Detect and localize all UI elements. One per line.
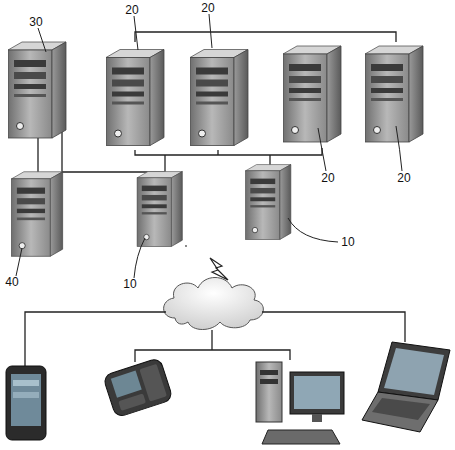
callout-number: 10 (123, 278, 136, 290)
wire (37, 138, 38, 172)
wire (135, 350, 290, 362)
server (246, 165, 291, 240)
callout-number: 20 (201, 2, 214, 14)
leader-line (16, 248, 22, 276)
laptop-keyboard (372, 398, 430, 420)
leader-line (38, 28, 46, 52)
leader-lines (16, 14, 402, 278)
leader-line (134, 16, 138, 50)
handheld-device (103, 357, 174, 417)
callout-number: 10 (341, 236, 354, 248)
phone-screen-row (13, 392, 39, 398)
server (12, 172, 63, 256)
computer-tower (256, 362, 282, 422)
device-screen (111, 371, 142, 398)
laptop-lid (378, 342, 450, 400)
laptop-screen (384, 348, 444, 395)
monitor-stand (312, 414, 322, 422)
wire (25, 312, 166, 368)
wire (262, 312, 405, 342)
wire (217, 150, 218, 155)
leader-line (318, 128, 326, 171)
server (365, 46, 423, 142)
laptop (362, 342, 450, 432)
leader-line (396, 126, 402, 171)
server (283, 46, 341, 142)
monitor (290, 372, 344, 414)
wire (135, 32, 396, 42)
callout-number: 40 (5, 276, 18, 288)
monitor-screen (294, 376, 340, 409)
server (137, 172, 182, 247)
callout-number: 20 (397, 172, 410, 184)
device-keypad (118, 393, 146, 411)
drive-bay (260, 370, 278, 375)
server (190, 50, 248, 146)
phone-screen (11, 374, 41, 426)
callout-number: 30 (29, 16, 42, 28)
leader-line (288, 218, 338, 242)
callout-number: 20 (321, 172, 334, 184)
client-wires (25, 312, 405, 368)
dot (185, 245, 187, 247)
wire (135, 148, 322, 155)
phone-screen-row (13, 380, 39, 386)
phone-body (6, 366, 46, 440)
network-cloud (164, 278, 264, 330)
wireless-symbol (210, 258, 228, 280)
wire (211, 330, 212, 350)
smartphone (6, 366, 46, 440)
wire (164, 155, 165, 172)
desktop-computer (256, 362, 344, 444)
leader-line (209, 14, 212, 48)
network-wires (38, 32, 396, 172)
keyboard (262, 430, 340, 444)
drive-bay (260, 379, 278, 384)
leader-line (134, 238, 145, 278)
server (8, 42, 66, 138)
device-body (103, 357, 174, 417)
laptop-base (362, 392, 438, 432)
callout-number: 20 (125, 4, 138, 16)
server (106, 50, 164, 146)
